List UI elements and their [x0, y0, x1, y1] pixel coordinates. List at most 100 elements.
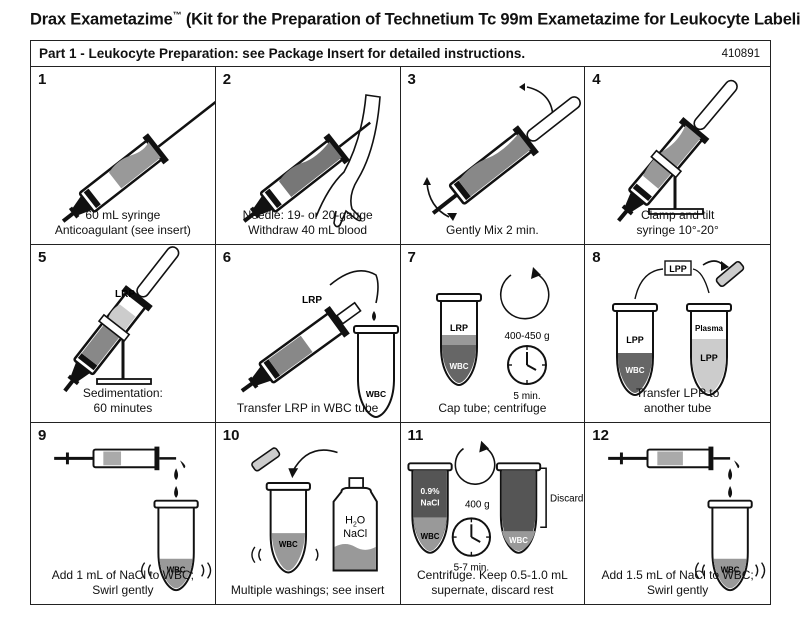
caption-line-1: Multiple washings; see insert — [230, 583, 385, 597]
centrifuge-speed: 400-450 g — [504, 331, 549, 342]
section-header: Part 1 - Leukocyte Preparation: see Pack… — [31, 41, 770, 67]
lrp-label: LRP — [115, 289, 135, 300]
document-title: Drax Exametazime™ (Kit for the Preparati… — [30, 10, 800, 30]
timer-icon — [506, 345, 547, 385]
step-3: 3 Gently Mix 2 min. — [400, 67, 586, 245]
step-number: 3 — [407, 71, 416, 88]
centrifuge-discard-illustration: 0.9% NaCl WBC 400 g 5-7 min. WBC Discard — [406, 440, 583, 574]
lpp-tag-label: LPP — [669, 264, 687, 274]
step-number: 4 — [592, 71, 601, 88]
caption-line-2: another tube — [643, 401, 712, 415]
caption-line-2: Swirl gently — [646, 583, 709, 597]
product-name: Drax Exametazime — [30, 10, 173, 29]
step-2: 2 Needle: 19- or 20-gauge Withdraw 40 mL… — [215, 67, 401, 245]
wbc-label: WBC — [167, 565, 186, 574]
step-number: 12 — [592, 427, 609, 444]
title-description: (Kit for the Preparation of Technetium T… — [181, 10, 800, 29]
wbc-label: WBC — [420, 532, 439, 541]
wbc-label: WBC — [626, 366, 645, 375]
caption-line-2: 60 minutes — [93, 401, 153, 415]
step-caption: Gently Mix 2 min. — [405, 223, 581, 238]
step-caption: Sedimentation: 60 minutes — [35, 386, 211, 416]
step-11: 11 0.9% NaCl WBC 400 g 5-7 min. — [401, 423, 586, 604]
centrifuge-speed: 400 g — [464, 500, 489, 511]
step-caption: Add 1 mL of NaCl to WBC; Swirl gently — [35, 568, 211, 598]
centrifuge-illustration: LRP WBC 400-450 g 5 min. — [435, 267, 549, 402]
caption-line-1: Transfer LPP to — [635, 386, 720, 400]
centrifuge-time: 5 min. — [513, 391, 540, 402]
step-caption: 60 mL syringe Anticoagulant (see insert) — [35, 208, 211, 238]
wbc-label-2: WBC — [509, 536, 528, 545]
caption-line-1: Cap tube; centrifuge — [438, 401, 547, 415]
step-caption: Needle: 19- or 20-gauge Withdraw 40 mL b… — [220, 208, 396, 238]
caption-line-2: supernate, discard rest — [431, 583, 554, 597]
clamp-tilt-illustration — [603, 79, 739, 234]
instruction-frame: Part 1 - Leukocyte Preparation: see Pack… — [30, 40, 771, 605]
caption-line-1: Clamp and tilt — [640, 208, 715, 222]
lrp-label: LRP — [450, 323, 468, 333]
step-caption: Cap tube; centrifuge — [405, 401, 581, 416]
lpp-label: LPP — [626, 335, 644, 345]
timer-icon — [451, 517, 491, 557]
water-label: H2O — [345, 514, 365, 528]
wbc-label: WBC — [366, 389, 386, 399]
step-number: 8 — [592, 249, 601, 266]
caption-line-2: Anticoagulant (see insert) — [54, 223, 191, 237]
caption-line-1: Transfer LRP in WBC tube — [236, 401, 379, 415]
wbc-label: WBC — [449, 362, 468, 371]
blood-draw-illustration — [231, 94, 381, 237]
document-code: 410891 — [721, 48, 760, 60]
step-number: 1 — [38, 71, 47, 88]
caption-line-1: Add 1 mL of NaCl to WBC; — [51, 568, 195, 582]
step-number: 7 — [407, 249, 416, 266]
step-12: 12 WBC Add 1.5 mL of NaCl to WBC; — [585, 423, 770, 604]
caption-line-2: syringe 10°-20° — [636, 223, 719, 237]
caption-line-1: Centrifuge. Keep 0.5-1.0 mL — [416, 568, 568, 582]
step-number: 5 — [38, 249, 47, 266]
step-number: 9 — [38, 427, 47, 444]
transfer-lrp-illustration: WBC LRP — [216, 269, 399, 418]
section-title: Part 1 - Leukocyte Preparation: see Pack… — [39, 46, 526, 61]
step-4: 4 Clamp and tilt syringe 10°-20° — [585, 67, 770, 245]
caption-line-1: Gently Mix 2 min. — [446, 223, 539, 237]
step-number: 11 — [407, 427, 424, 444]
steps-grid: 1 60 mL syringe Anticoagulant (see inser… — [31, 67, 770, 604]
nacl-percent-label: 0.9% — [420, 486, 440, 496]
sedimentation-illustration: LRP — [49, 246, 180, 404]
step-caption: Transfer LPP to another tube — [589, 386, 766, 416]
mixing-illustration — [422, 83, 581, 221]
trademark-symbol: ™ — [172, 10, 182, 20]
caption-line-1: Sedimentation: — [82, 386, 163, 400]
discard-label: Discard — [550, 494, 583, 505]
caption-line-1: Needle: 19- or 20-gauge — [242, 208, 373, 222]
wbc-label: WBC — [721, 565, 740, 574]
step-1: 1 60 mL syringe Anticoagulant (see inser… — [31, 67, 216, 245]
step-9: 9 WBC Add 1 mL of NaCl to WBC; — [31, 423, 216, 604]
caption-line-1: Add 1.5 mL of NaCl to WBC; — [601, 568, 754, 582]
step-10: 10 WBC H2O NaCl Multiple washings; see i… — [216, 423, 401, 604]
transfer-lpp-illustration: LPP LPP WBC Plasma LPP — [612, 260, 745, 396]
step-number: 10 — [222, 427, 240, 444]
centrifuge-time: 5-7 min. — [453, 563, 489, 574]
add-nacl-illustration: WBC — [54, 446, 212, 592]
step-number: 2 — [222, 71, 232, 88]
nacl-label: NaCl — [343, 528, 367, 540]
caption-line-2: Withdraw 40 mL blood — [248, 223, 368, 237]
step-caption: Clamp and tilt syringe 10°-20° — [589, 208, 766, 238]
syringe-illustration — [50, 93, 215, 237]
step-caption: Multiple washings; see insert — [220, 583, 396, 598]
caption-line-1: 60 mL syringe — [85, 208, 161, 222]
add-nacl-illustration: WBC — [608, 446, 766, 592]
step-8: 8 LPP LPP WBC Plasma — [585, 245, 770, 423]
nacl-label: NaCl — [420, 498, 439, 508]
caption-line-2: Swirl gently — [92, 583, 154, 597]
plasma-label: Plasma — [695, 324, 724, 333]
step-5: 5 LRP Sedimentation: 60 minutes — [31, 245, 216, 423]
step-caption: Centrifuge. Keep 0.5-1.0 mL supernate, d… — [405, 568, 581, 598]
lpp-label-2: LPP — [700, 353, 718, 363]
step-number: 6 — [222, 249, 232, 266]
step-6: 6 WBC LRP Transfer LRP in WBC tube — [215, 245, 401, 423]
step-caption: Transfer LRP in WBC tube — [220, 401, 396, 416]
step-7: 7 LRP WBC 400-450 g 5 min. Cap tube; cen… — [400, 245, 586, 423]
washing-illustration: WBC H2O NaCl — [250, 447, 378, 574]
